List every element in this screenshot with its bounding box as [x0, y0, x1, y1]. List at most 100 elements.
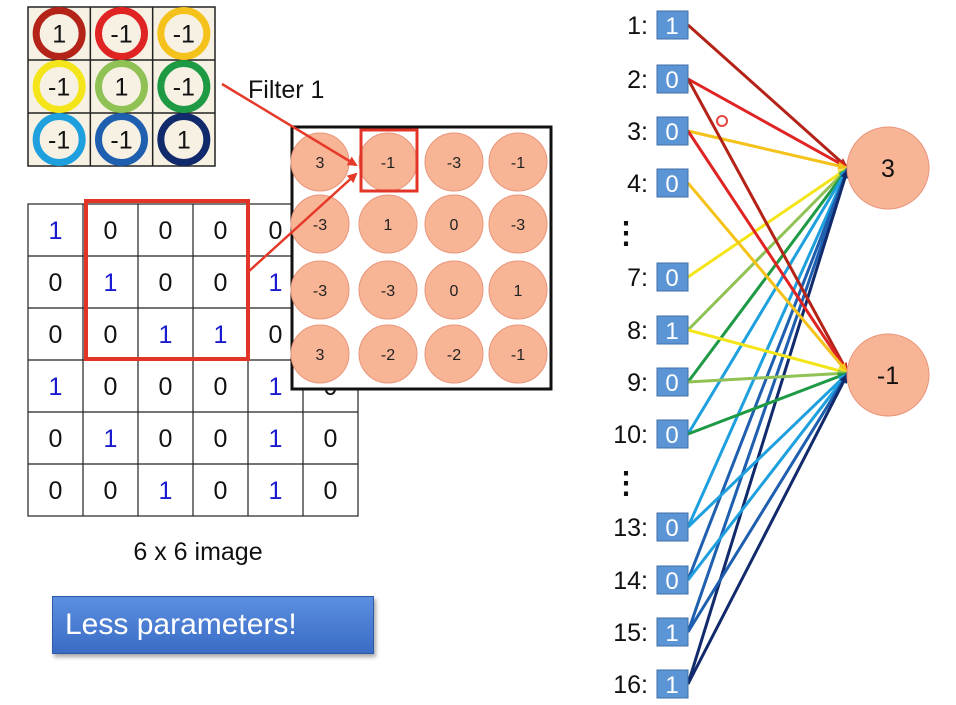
image-cell-value: 1: [269, 269, 283, 297]
connection-line: [686, 372, 850, 685]
input-index-label: 13:: [613, 514, 648, 542]
filter-ring: [157, 113, 211, 166]
image-cell-value: 1: [269, 477, 283, 505]
feature-map-value: -1: [511, 347, 525, 364]
image-caption: 6 x 6 image: [133, 538, 262, 566]
connection-line: [686, 372, 850, 581]
feature-map-circle: [424, 324, 484, 384]
input-node: [656, 565, 689, 595]
output-neuron: [846, 333, 930, 417]
input-node-value: 1: [665, 318, 678, 345]
input-node: [656, 367, 689, 397]
input-index-label: 16:: [613, 671, 648, 699]
input-node-value: 0: [665, 265, 678, 292]
window-arrow: [247, 172, 358, 273]
image-cell-value: 0: [324, 425, 338, 453]
feature-map-value: -2: [381, 347, 395, 364]
filter-label: Filter 1: [248, 76, 324, 104]
input-node: [656, 262, 689, 292]
input-index-label: 10:: [613, 421, 648, 449]
image-cell-value: 1: [159, 321, 173, 349]
image-cell-value: 1: [49, 373, 63, 401]
connection-line: [686, 130, 850, 374]
input-node-value: 0: [665, 171, 678, 198]
filter-cell-value: -1: [48, 74, 70, 102]
image-cell-value: 0: [104, 477, 118, 505]
feature-map-value: -3: [447, 155, 461, 172]
image-cell-value: 0: [214, 425, 228, 453]
input-node-value: 1: [665, 620, 678, 647]
image-cell-value: 0: [214, 477, 228, 505]
feature-map-circle: [290, 260, 350, 320]
output-neuron-value: -1: [877, 362, 899, 390]
filter-cell-value: -1: [173, 74, 195, 102]
connection-line: [687, 371, 849, 384]
filter-ring: [32, 7, 86, 60]
connection-line: [686, 167, 850, 528]
connection-line: [687, 166, 849, 279]
input-node: [656, 419, 689, 449]
image-cell-value: 0: [159, 217, 173, 245]
input-index-label: 8:: [627, 317, 648, 345]
connection-line: [686, 167, 850, 581]
connection-line: [686, 167, 850, 383]
connection-line: [687, 77, 849, 170]
input-node-value: 1: [665, 672, 678, 699]
input-node: [656, 10, 689, 40]
filter-ring: [157, 60, 211, 113]
output-neuron-value: 3: [881, 155, 895, 183]
input-node: [656, 669, 689, 699]
feature-map-circle: [424, 194, 484, 254]
feature-map-circle: [358, 260, 418, 320]
input-index-label: 3:: [627, 118, 648, 146]
input-node-value: 0: [665, 119, 678, 146]
image-cell-value: 1: [214, 321, 228, 349]
input-index-label: 15:: [613, 619, 648, 647]
filter-cell-value: 1: [177, 127, 191, 155]
connection-line: [687, 129, 849, 170]
feature-map-circle: [424, 132, 484, 192]
input-node: [656, 617, 689, 647]
feature-map-circle: [488, 260, 548, 320]
filter-ring: [32, 113, 86, 166]
input-node-value: 0: [665, 67, 678, 94]
connection-line: [686, 182, 850, 374]
image-cell-value: 0: [269, 321, 283, 349]
feature-map-value: 3: [316, 347, 325, 364]
feature-map-circle: [424, 260, 484, 320]
image-cell-value: 0: [49, 321, 63, 349]
image-cell-value: 0: [159, 269, 173, 297]
connection-line: [686, 167, 850, 633]
filter-cell-value: -1: [173, 21, 195, 49]
ellipsis: ⋮: [611, 217, 641, 250]
less-parameters-button[interactable]: Less parameters!: [52, 596, 374, 654]
image-cell-value: 0: [324, 477, 338, 505]
input-node: [656, 64, 689, 94]
connection-line: [687, 23, 849, 170]
image-cell-value: 0: [104, 373, 118, 401]
image-cell-value: 0: [214, 217, 228, 245]
input-node-value: 0: [665, 568, 678, 595]
filter-arrow: [221, 82, 358, 167]
filter-cell-value: -1: [110, 127, 132, 155]
filter-ring: [32, 60, 86, 113]
feature-map-circle: [358, 194, 418, 254]
input-node-value: 0: [665, 370, 678, 397]
feature-map-value: -3: [313, 283, 327, 300]
input-index-label: 1:: [627, 12, 648, 40]
image-cell-value: 0: [159, 373, 173, 401]
image-cell-value: 1: [104, 269, 118, 297]
input-node: [656, 512, 689, 542]
feature-map-value: -1: [381, 155, 395, 172]
connection-line: [687, 328, 849, 375]
filter-cell-value: 1: [52, 21, 66, 49]
ellipsis: ⋮: [611, 467, 641, 500]
feature-map-value: -2: [447, 347, 461, 364]
feature-map-value: -3: [381, 283, 395, 300]
connection-arrowhead: [838, 362, 848, 373]
image-cell-value: 1: [269, 373, 283, 401]
cursor-dot: [716, 115, 728, 127]
filter-ring: [95, 60, 148, 113]
input-index-label: 14:: [613, 567, 648, 595]
